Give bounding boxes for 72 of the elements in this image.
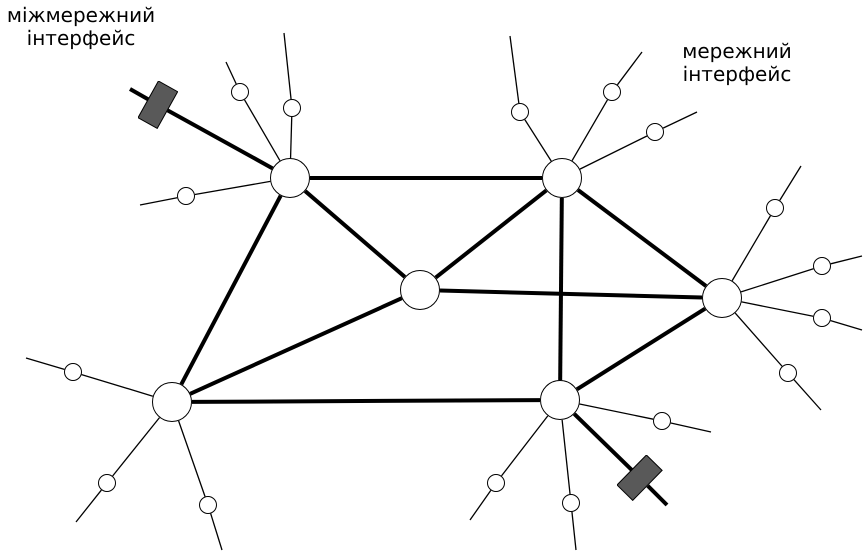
- connection-line: [830, 255, 862, 264]
- network-link: [576, 188, 708, 288]
- connection-line: [112, 417, 160, 476]
- connection-line: [225, 62, 237, 84]
- connection-line: [140, 197, 178, 206]
- host-circle: [283, 99, 301, 117]
- connection-line: [178, 420, 206, 497]
- host-circle: [653, 412, 671, 430]
- router-circle: [540, 380, 580, 420]
- connection-line: [509, 36, 520, 104]
- router-circle: [702, 278, 742, 318]
- network-link: [572, 412, 634, 472]
- interface-label: міжмережний інтерфейс: [6, 4, 156, 50]
- network-link: [576, 306, 706, 392]
- connection-line: [741, 301, 814, 317]
- connection-line: [616, 52, 643, 86]
- network-link: [166, 108, 274, 170]
- connection-line: [210, 513, 223, 550]
- network-link: [189, 296, 403, 396]
- connection-line: [524, 119, 552, 162]
- router-circle: [270, 158, 310, 198]
- network-link: [558, 198, 564, 380]
- host-circle: [177, 187, 195, 205]
- connection-line: [290, 116, 292, 158]
- network-link: [304, 190, 406, 278]
- host-circle: [779, 364, 797, 382]
- connection-line: [580, 135, 648, 170]
- host-circle: [98, 474, 116, 492]
- router-circle: [152, 382, 192, 422]
- connection-line: [26, 357, 65, 370]
- connection-line: [81, 374, 154, 397]
- connection-line: [734, 312, 783, 367]
- connection-line: [469, 490, 492, 520]
- network-link: [192, 398, 540, 404]
- connection-line: [740, 268, 814, 293]
- network-link: [310, 176, 542, 180]
- connection-line: [283, 32, 292, 100]
- network-link: [434, 188, 548, 280]
- connection-line: [571, 99, 608, 162]
- router-circle: [542, 158, 582, 198]
- interface-label: мережний інтерфейс: [681, 40, 793, 86]
- network-link: [646, 484, 668, 506]
- connection-line: [830, 320, 862, 331]
- host-circle: [813, 309, 831, 327]
- network-link: [129, 87, 150, 102]
- network-link: [180, 194, 282, 386]
- connection-line: [561, 420, 571, 494]
- connection-line: [794, 379, 822, 410]
- interface-block: [138, 81, 178, 129]
- host-circle: [766, 199, 784, 217]
- connection-line: [670, 422, 712, 433]
- router-circle: [400, 270, 440, 310]
- connection-line: [662, 111, 698, 129]
- host-circle: [646, 123, 664, 141]
- connection-line: [244, 99, 281, 162]
- host-circle: [199, 496, 217, 514]
- connection-line: [76, 490, 102, 522]
- host-circle: [487, 474, 505, 492]
- host-circle: [231, 83, 249, 101]
- host-circle: [562, 494, 580, 512]
- connection-line: [732, 215, 771, 282]
- host-circle: [511, 103, 529, 121]
- connection-line: [779, 166, 802, 201]
- host-circle: [603, 83, 621, 101]
- connection-line: [571, 512, 577, 550]
- host-circle: [813, 257, 831, 275]
- connection-line: [579, 403, 654, 420]
- interface-block: [617, 455, 663, 501]
- network-link: [440, 288, 702, 300]
- connection-line: [194, 180, 270, 196]
- connection-line: [500, 415, 548, 476]
- host-circle: [64, 363, 82, 381]
